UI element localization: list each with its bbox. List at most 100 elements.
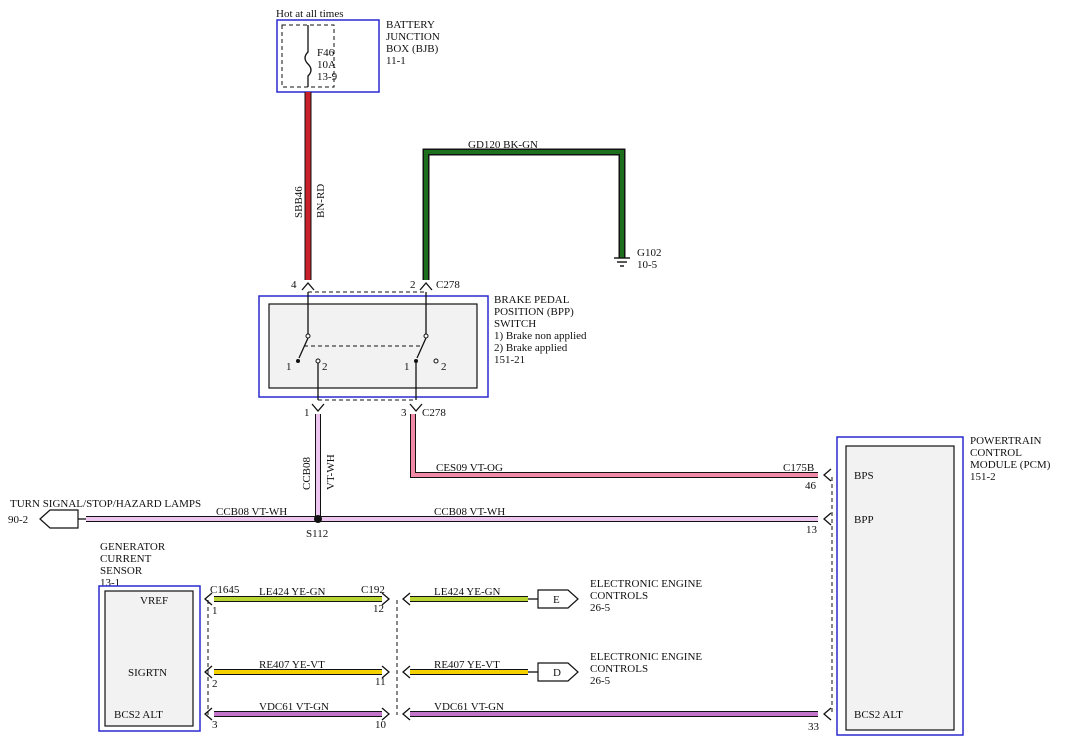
pin-pcm-bps: 46 — [805, 480, 817, 492]
bpp-note-1: 1) Brake non applied — [494, 330, 587, 342]
pin-gen-vref: 1 — [212, 605, 218, 617]
c278-top-label: C278 — [436, 279, 460, 291]
pcm-title-1: POWERTRAIN — [970, 435, 1042, 447]
eec-d-title-1: ELECTRONIC ENGINE — [590, 651, 702, 663]
gen-outer-box — [98, 585, 201, 732]
sw-pos-2b: 2 — [441, 361, 447, 373]
bjb-title-3: BOX (BJB) — [386, 43, 439, 55]
pin-icon — [419, 282, 433, 291]
pcm-title-3: MODULE (PCM) — [970, 459, 1051, 471]
wire-sbb46-color: BN-RD — [315, 184, 327, 218]
ground-id: G102 — [637, 247, 661, 259]
offpage-arrow-icon — [537, 589, 579, 609]
pin-icon — [381, 592, 390, 606]
sw-pos-1a: 1 — [286, 361, 292, 373]
pin-icon — [402, 665, 411, 679]
pcm-pin-bpp: BPP — [854, 514, 874, 526]
wire-re407: RE407 YE-VT RE407 YE-VT 2 11 D ELECTRONI… — [204, 651, 702, 690]
generator-current-sensor: GENERATOR CURRENT SENSOR 13-1 VREF SIGRT… — [98, 541, 201, 732]
pin-icon — [301, 282, 315, 291]
wire-le424: LE424 YE-GN LE424 YE-GN 1 12 E ELECTRONI… — [204, 578, 702, 617]
flag-d: D — [553, 667, 561, 679]
gen-title-1: GENERATOR — [100, 541, 166, 553]
pcm-title-2: CONTROL — [970, 447, 1022, 459]
battery-junction-box: Hot at all times F46 10A 13-9 BATTERY JU… — [276, 8, 440, 93]
gen-ref: 13-1 — [100, 577, 120, 589]
bpp-title-3: SWITCH — [494, 318, 536, 330]
sw-pos-1b: 1 — [404, 361, 410, 373]
wire-sbb46-circuit: SBB46 — [293, 186, 305, 218]
wire-ces09-label: CES09 VT-OG — [436, 462, 503, 474]
pin-icon — [204, 707, 213, 721]
bjb-ref: 11-1 — [386, 55, 406, 67]
pin-icon — [823, 468, 832, 482]
bpp-title-1: BRAKE PEDAL — [494, 294, 570, 306]
pin-c192-vref: 12 — [373, 603, 384, 615]
pcm-pin-bcs2: BCS2 ALT — [854, 709, 903, 721]
bpp-outer-box — [258, 295, 489, 398]
wire-ccb08-horizontal: CCB08 VT-WH CCB08 VT-WH S112 13 — [86, 506, 832, 540]
wire-le424-right-label: LE424 YE-GN — [434, 586, 501, 598]
wire-ccb08-right-label: CCB08 VT-WH — [434, 506, 505, 518]
gen-inner-box — [104, 590, 194, 727]
gen-pin-bcs2: BCS2 ALT — [114, 709, 163, 721]
c192-label: C192 — [361, 584, 385, 596]
pin-pcm-bcs2: 33 — [808, 721, 820, 733]
wire-vdc61-right-label: VDC61 VT-GN — [434, 701, 504, 713]
bjb-title-2: JUNCTION — [386, 31, 440, 43]
wire-ccb08-left-label: CCB08 VT-WH — [216, 506, 287, 518]
connector-c278-bottom: 1 3 C278 — [304, 399, 446, 419]
offpage-arrow-icon — [537, 662, 579, 682]
bjb-title-1: BATTERY — [386, 19, 435, 31]
pin-icon — [381, 707, 390, 721]
bpp-title-2: POSITION (BPP) — [494, 306, 574, 318]
wire-sbb46: SBB46 BN-RD — [293, 92, 327, 280]
bpp-ref: 151-21 — [494, 354, 525, 366]
wire-gd120-label: GD120 BK-GN — [468, 139, 538, 151]
bpp-switch: 1 2 1 2 BRAKE PEDAL POSITION (BPP) SWITC… — [258, 292, 587, 400]
eec-d-title-2: CONTROLS — [590, 663, 648, 675]
eec-d-ref: 26-5 — [590, 675, 611, 687]
c278-bottom-label: C278 — [422, 407, 446, 419]
fuse-ref: 13-9 — [317, 71, 338, 83]
fuse-rating: 10A — [317, 59, 336, 71]
pin-c192-bcs2: 10 — [375, 719, 387, 731]
gen-pin-sigrtn: SIGRTN — [128, 667, 167, 679]
gen-pin-vref: VREF — [140, 595, 168, 607]
offpage-arrow-icon — [39, 509, 79, 529]
wire-ccb08-vertical: CCB08 VT-WH — [301, 414, 337, 518]
ground-g102: G102 10-5 — [614, 247, 661, 271]
pin-icon — [311, 403, 325, 412]
bpp-note-2: 2) Brake applied — [494, 342, 568, 354]
switch-contact-icon — [298, 337, 309, 359]
wire-re407-left-label: RE407 YE-VT — [259, 659, 325, 671]
turn-signal-label: TURN SIGNAL/STOP/HAZARD LAMPS — [10, 498, 201, 510]
bpp-inner-box — [268, 303, 478, 389]
pin-bpp-bottom-right: 3 — [401, 407, 407, 419]
connector-c278-top: 4 2 C278 — [291, 279, 460, 293]
pcm-pin-bps: BPS — [854, 470, 874, 482]
c1645-label: C1645 — [210, 584, 240, 596]
bjb-outer-box — [276, 19, 380, 93]
fuse-id: F46 — [317, 47, 335, 59]
pin-bpp-top-right: 2 — [410, 279, 416, 291]
pin-bpp-top-left: 4 — [291, 279, 297, 291]
splice-label: S112 — [306, 528, 328, 540]
pin-icon — [823, 707, 832, 721]
pin-pcm-bpp: 13 — [806, 524, 818, 536]
ground-ref: 10-5 — [637, 259, 658, 271]
sw-pos-2a: 2 — [322, 361, 328, 373]
turn-signal-lamps-ref: TURN SIGNAL/STOP/HAZARD LAMPS 90-2 — [8, 498, 201, 529]
eec-e-title-1: ELECTRONIC ENGINE — [590, 578, 702, 590]
c175b-label: C175B — [783, 462, 814, 474]
pcm-outer-box — [836, 436, 964, 736]
wire-re407-right-label: RE407 YE-VT — [434, 659, 500, 671]
pin-bpp-bottom-left: 1 — [304, 407, 310, 419]
pin-gen-sigrtn: 2 — [212, 678, 218, 690]
pin-icon — [823, 512, 832, 526]
pin-icon — [402, 592, 411, 606]
pin-icon — [381, 665, 390, 679]
splice-dot-icon — [314, 515, 322, 523]
gen-title-3: SENSOR — [100, 565, 143, 577]
